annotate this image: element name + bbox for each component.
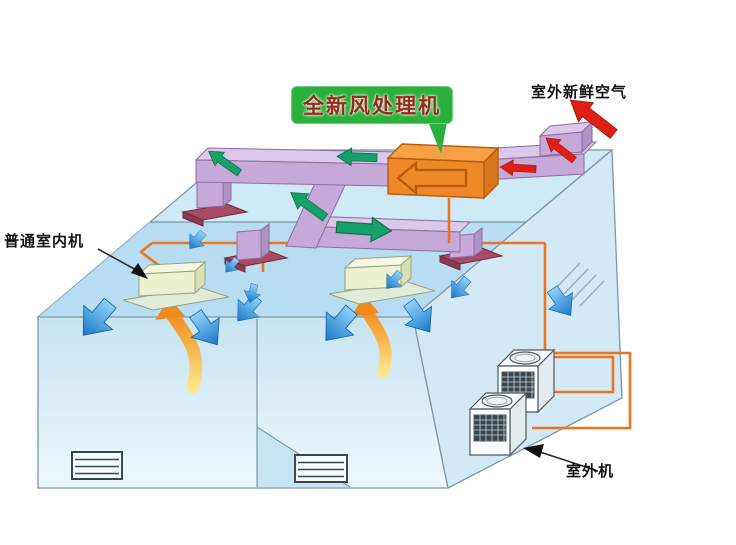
vent-grille-room1 <box>71 451 123 480</box>
outdoor-unit-2 <box>469 392 527 456</box>
wall-hatching <box>555 262 605 307</box>
outdoor-unit-pointer <box>523 444 599 472</box>
fresh-air-unit-label-text: 全新风处理机 <box>303 95 441 118</box>
internal-flow-arrow-outline <box>396 160 468 196</box>
indoor-unit-pointer <box>97 248 148 279</box>
intake-duct <box>482 120 598 181</box>
return-air-arrow-1 <box>155 298 203 394</box>
return-air-arrow-2 <box>351 295 392 378</box>
indoor-unit-label: 普通室内机 <box>4 233 85 250</box>
outdoor-unit-label: 室外机 <box>566 463 615 480</box>
vent-grille-room2 <box>294 454 348 483</box>
outdoor-fresh-air-label: 室外新鲜空气 <box>531 84 628 101</box>
duct-drop-2 <box>223 223 289 273</box>
fresh-air-handling-unit <box>386 143 500 200</box>
right-wall <box>412 148 623 489</box>
fresh-air-unit-label: 全新风处理机 <box>291 86 453 124</box>
fresh-air-unit-label-tail <box>427 117 448 154</box>
duct-drop-3 <box>438 227 504 271</box>
